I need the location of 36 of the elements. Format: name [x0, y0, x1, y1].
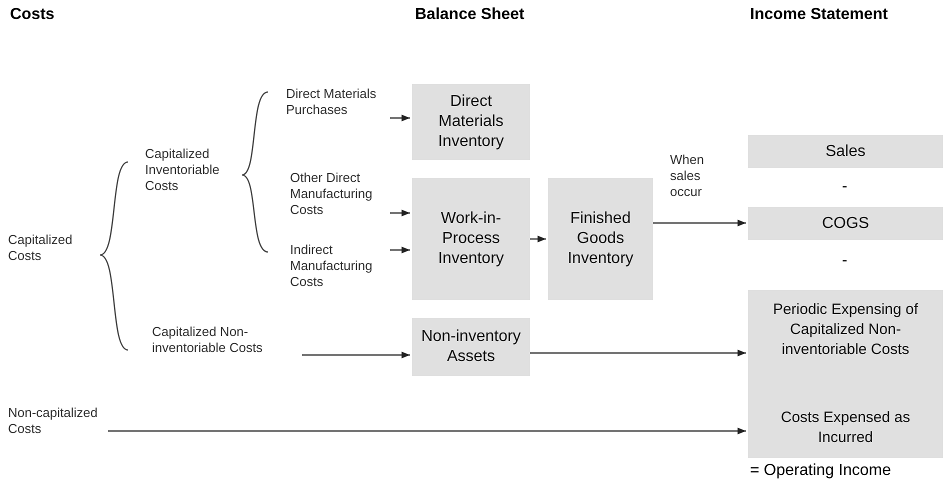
account-label: Finished Goods Inventory: [566, 209, 634, 269]
account-label: Sales: [825, 142, 866, 162]
column-header: Income Statement: [750, 6, 888, 24]
arrow: [530, 350, 746, 356]
account-box: [412, 178, 530, 300]
account-label: Non-inventory Assets: [420, 327, 522, 367]
account-box: [412, 318, 530, 376]
minus-sign: -: [842, 252, 848, 270]
cost-label: Capitalized Inventoriable Costs: [145, 146, 240, 194]
account-box: [548, 178, 653, 300]
arrow: [108, 428, 746, 434]
arrow: [653, 220, 746, 226]
account-box: [748, 207, 943, 240]
cost-label: Capitalized Non-inventoriable Costs: [152, 324, 302, 356]
cost-label: Direct Materials Purchases: [286, 86, 390, 118]
arrow: [530, 236, 546, 242]
result-label: = Operating Income: [750, 462, 891, 480]
minus-sign: -: [842, 178, 848, 196]
account-label: Costs Expensed as Incurred: [780, 408, 912, 448]
column-header: Costs: [10, 6, 54, 24]
arrow: [390, 114, 410, 122]
account-box: [412, 84, 530, 160]
account-label: Direct Materials Inventory: [437, 92, 505, 152]
account-label: COGS: [822, 214, 870, 234]
account-box: [748, 135, 943, 168]
cost-label: Other Direct Manufacturing Costs: [290, 170, 390, 218]
account-label: Work-in-Process Inventory: [437, 209, 505, 269]
cost-label: Indirect Manufacturing Costs: [290, 242, 390, 290]
column-header: Balance Sheet: [415, 6, 524, 24]
arrow: [302, 352, 410, 358]
account-box: [748, 290, 943, 458]
account-label: Periodic Expensing of Capitalized Non-inventoriable Costs: [772, 300, 920, 360]
cost-label: Capitalized Costs: [8, 232, 88, 264]
cost-label: Non-capitalized Costs: [8, 405, 108, 437]
arrow: [390, 246, 410, 254]
arrow: [390, 210, 410, 216]
